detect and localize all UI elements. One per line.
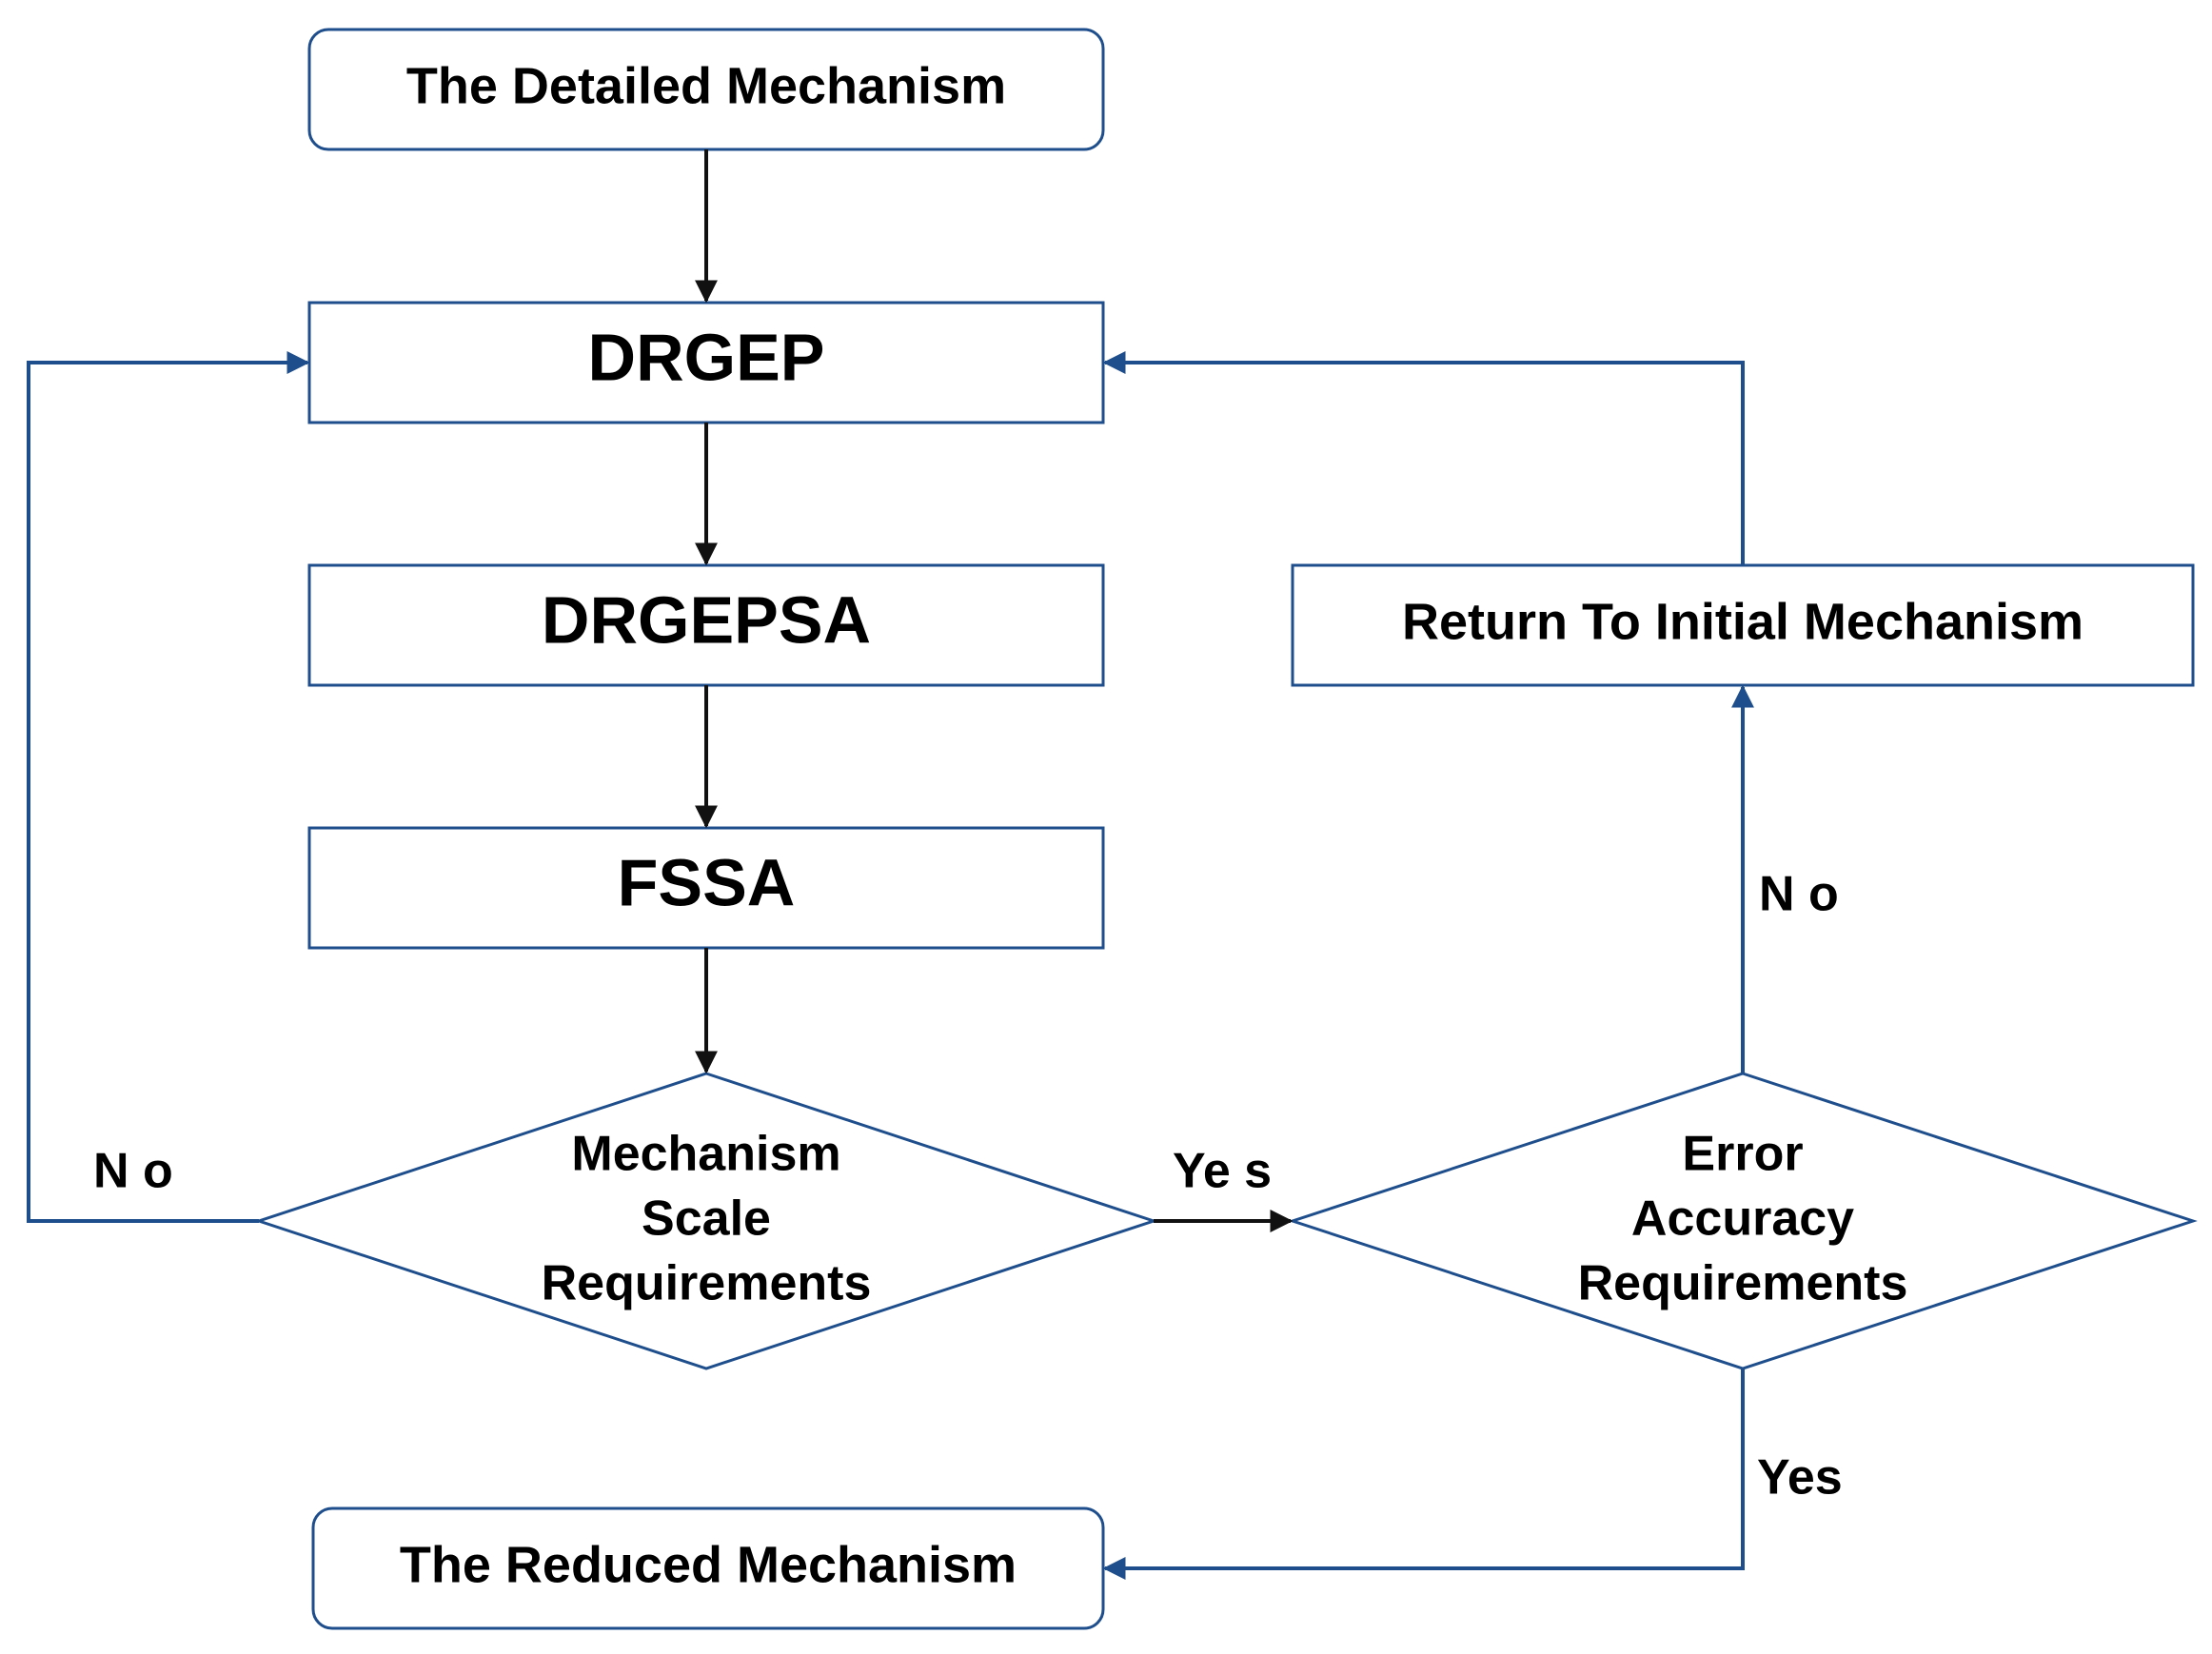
decision-error-line-3: Requirements: [1578, 1256, 1908, 1311]
decision-scale-line-2: Scale: [642, 1191, 771, 1247]
node-detailed-mechanism: The Detailed Mechanism: [307, 28, 1105, 151]
edge-label-error-yes: Yes: [1757, 1450, 1843, 1506]
arrow-return-to-drgep: [1102, 351, 1745, 565]
arrow-scale-no-loop: [27, 351, 310, 1223]
decision-error-accuracy: Error Accuracy Requirements: [1288, 1072, 2198, 1370]
decision-error-line-2: Accuracy: [1631, 1191, 1854, 1247]
node-return-to-initial: Return To Initial Mechanism: [1291, 563, 2195, 687]
node-reduced-mechanism: The Reduced Mechanism: [311, 1506, 1105, 1630]
decision-scale-line-3: Requirements: [542, 1256, 872, 1311]
node-return-to-initial-label: Return To Initial Mechanism: [1402, 593, 2084, 650]
node-drgep: DRGEP: [307, 301, 1105, 424]
node-drgep-label: DRGEP: [588, 320, 825, 394]
node-detailed-mechanism-label: The Detailed Mechanism: [406, 57, 1006, 114]
arrow-error-yes-to-reduced: [1102, 1368, 1745, 1580]
decision-mechanism-scale: Mechanism Scale Requirements: [254, 1072, 1158, 1370]
node-drgepsa: DRGEPSA: [307, 563, 1105, 687]
edge-label-scale-no: N o: [93, 1144, 173, 1199]
decision-scale-line-1: Mechanism: [571, 1127, 840, 1182]
node-fssa: FSSA: [307, 826, 1105, 950]
edge-label-scale-yes: Ye s: [1173, 1144, 1272, 1199]
decision-error-line-1: Error: [1682, 1127, 1803, 1182]
edge-label-error-no: N o: [1759, 867, 1839, 922]
node-drgepsa-label: DRGEPSA: [542, 582, 871, 657]
node-fssa-label: FSSA: [618, 845, 796, 919]
node-reduced-mechanism-label: The Reduced Mechanism: [400, 1536, 1017, 1593]
